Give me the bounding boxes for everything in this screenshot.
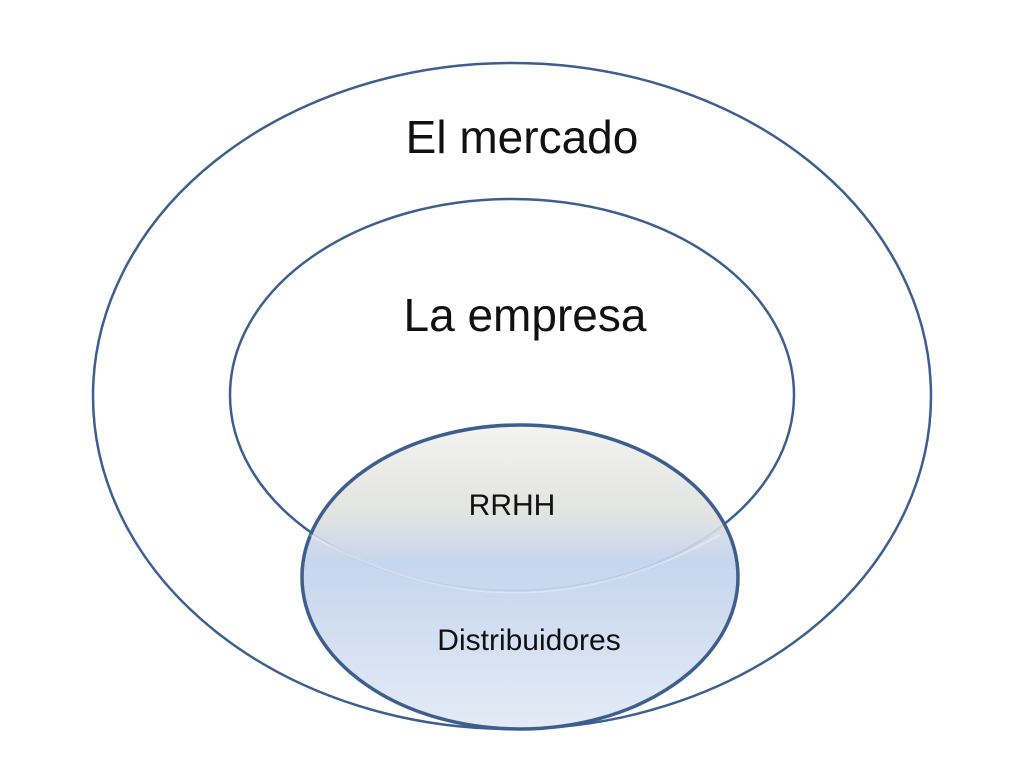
distributors-label: Distribuidores <box>437 624 620 657</box>
departments-ellipse <box>300 423 740 731</box>
company-ellipse-overlap-arc <box>309 534 721 594</box>
company-label: La empresa <box>404 289 647 341</box>
market-label: El mercado <box>406 111 639 163</box>
hr-label: RRHH <box>469 489 556 522</box>
